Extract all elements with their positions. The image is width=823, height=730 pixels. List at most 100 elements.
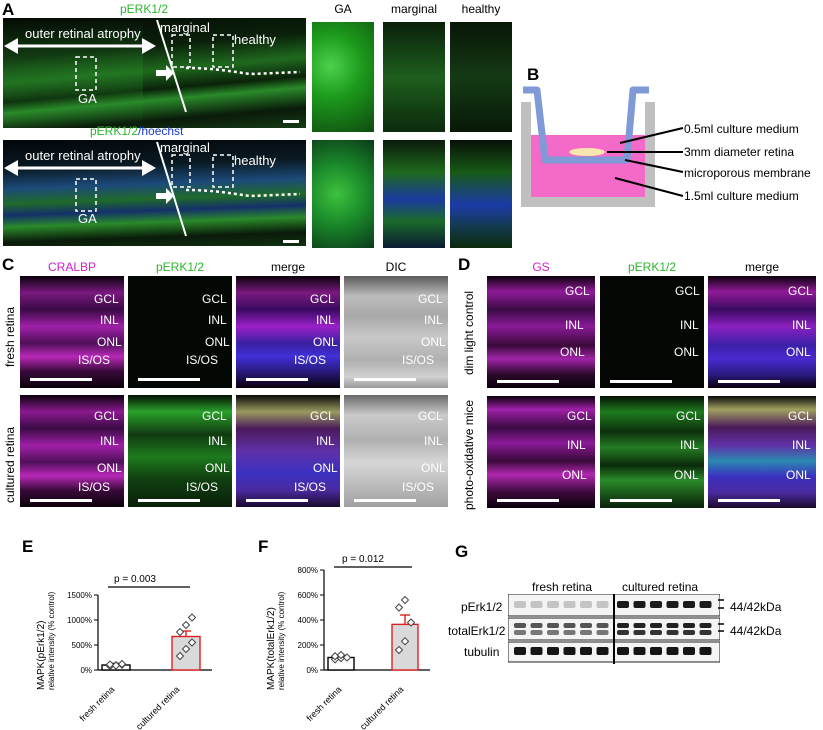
band-total-42 xyxy=(514,630,526,635)
d-photo-merge-onl: ONL xyxy=(786,468,811,482)
e-xlabel-cultured: cultured retina xyxy=(134,684,181,730)
d-row-label-dim: dim light control xyxy=(462,290,476,375)
c-scalebar-7 xyxy=(246,499,308,502)
band-total-44 xyxy=(563,623,576,628)
c-fresh-dic-onl: ONL xyxy=(421,335,446,349)
c-scalebar-3 xyxy=(246,378,308,381)
c-fresh-merge-gcl: GCL xyxy=(310,292,335,306)
d-photo-perk xyxy=(600,396,704,508)
ga-label-top: GA xyxy=(78,91,97,106)
ga-box-bottom xyxy=(75,178,97,212)
e-ytick-label: 1000% xyxy=(67,616,92,625)
d-scalebar-1 xyxy=(497,380,559,383)
c-cult-cralbp-onl: ONL xyxy=(97,461,122,475)
band-total-42 xyxy=(563,630,576,635)
f-ytick-label: 200% xyxy=(298,641,318,650)
f-point xyxy=(394,645,404,655)
band-total-42 xyxy=(666,630,679,635)
g-row-tubulin: tubulin xyxy=(464,645,500,659)
retina-explant xyxy=(569,148,605,156)
well-right-wall xyxy=(645,102,655,207)
panel-letter-d: D xyxy=(458,255,471,274)
e-point xyxy=(175,651,185,661)
zoom-marginal-bottom xyxy=(383,140,445,248)
d-photo-gs-onl: ONL xyxy=(562,468,587,482)
band-tubulin xyxy=(563,647,576,655)
band-total-42 xyxy=(547,630,559,635)
f-point xyxy=(394,603,404,612)
marginal-box-top xyxy=(171,34,191,68)
c-cultured-cralbp xyxy=(20,395,124,507)
zoom-header-marginal: marginal xyxy=(390,2,438,16)
band-total-44 xyxy=(617,623,629,628)
zoom-healthy-top xyxy=(450,22,512,132)
d-scalebar-6 xyxy=(718,499,780,502)
band-tubulin xyxy=(547,647,559,655)
boundary-line-top xyxy=(156,19,187,113)
band-perk xyxy=(699,601,712,608)
d-photo-perk-inl: INL xyxy=(680,438,699,452)
d-dim-merge-inl: INL xyxy=(792,318,811,332)
c-header-perk: pERK1/2 xyxy=(155,260,205,274)
ga-retina-image-top xyxy=(3,18,306,128)
marginal-box-bottom xyxy=(171,154,191,188)
healthy-box-top xyxy=(212,34,234,68)
band-perk xyxy=(617,601,629,608)
c-cultured-dic xyxy=(344,395,448,507)
b-label-3: microporous membrane xyxy=(684,166,811,180)
ga-retina-image-bottom xyxy=(3,140,306,246)
c-cult-perk-inl: INL xyxy=(208,434,227,448)
c-header-merge: merge xyxy=(270,260,305,274)
band-perk xyxy=(666,601,679,608)
g-kda-2: 44/42kDa xyxy=(730,624,782,638)
e-pvalue: p = 0.003 xyxy=(114,574,156,585)
g-row-total: totalErk1/2 xyxy=(448,624,506,638)
g-row-perk: pErk1/2 xyxy=(461,600,503,614)
panel-a-annotations xyxy=(4,19,301,243)
panel-letter-f: F xyxy=(258,537,269,556)
band-total-42 xyxy=(650,630,662,635)
band-tubulin xyxy=(699,647,712,655)
d-header-perk: pERK1/2 xyxy=(627,260,677,274)
healthy-box-bottom xyxy=(212,154,234,188)
d-dim-merge xyxy=(708,276,816,388)
c-scalebar-6 xyxy=(138,499,200,502)
e-xlabel-fresh: fresh retina xyxy=(78,684,117,723)
d-photo-gs-gcl: GCL xyxy=(567,409,592,423)
zoom-header-healthy: healthy xyxy=(461,2,501,16)
c-cult-dic-inl: INL xyxy=(424,434,443,448)
band-total-42 xyxy=(683,630,695,635)
d-photo-merge-inl: INL xyxy=(792,438,811,452)
band-tubulin xyxy=(666,647,679,655)
d-row-label-photo: photo-oxidative mice xyxy=(462,399,476,510)
healthy-label-bottom: healthy xyxy=(234,153,276,168)
b-label-4: 1.5ml culture medium xyxy=(684,189,799,203)
boundary-line-bottom xyxy=(156,141,187,237)
c-cult-perk-onl: ONL xyxy=(205,461,230,475)
band-total-42 xyxy=(530,630,543,635)
c-scalebar-4 xyxy=(354,378,416,381)
d-dim-merge-gcl: GCL xyxy=(788,284,813,298)
b-label-1: 0.5ml culture medium xyxy=(684,122,799,136)
marginal-label-bottom: marginal xyxy=(160,140,210,155)
c-fresh-merge-isos: IS/OS xyxy=(294,353,327,367)
chart-e: MAPK(pErk1/2) relative intensity (% cont… xyxy=(36,574,212,730)
c-cultured-merge xyxy=(236,395,340,507)
c-fresh-merge xyxy=(236,276,340,388)
band-total-44 xyxy=(699,623,712,628)
pointer-1 xyxy=(619,127,684,144)
e-point xyxy=(105,660,115,669)
d-photo-gs xyxy=(487,396,595,508)
d-dim-perk-gcl: GCL xyxy=(675,284,700,298)
band-perk xyxy=(633,601,646,608)
c-cult-cralbp-isos: IS/OS xyxy=(78,480,111,494)
band-total-42 xyxy=(580,630,592,635)
c-fresh-cralbp-isos: IS/OS xyxy=(78,353,111,367)
marginal-label-top: marginal xyxy=(160,20,210,35)
d-photo-merge-gcl: GCL xyxy=(788,409,813,423)
c-scalebar-8 xyxy=(354,499,416,502)
c-cultured-perk xyxy=(128,395,232,507)
c-cult-perk-gcl: GCL xyxy=(202,409,227,423)
well-left-wall xyxy=(521,102,531,207)
band-perk xyxy=(580,601,592,608)
